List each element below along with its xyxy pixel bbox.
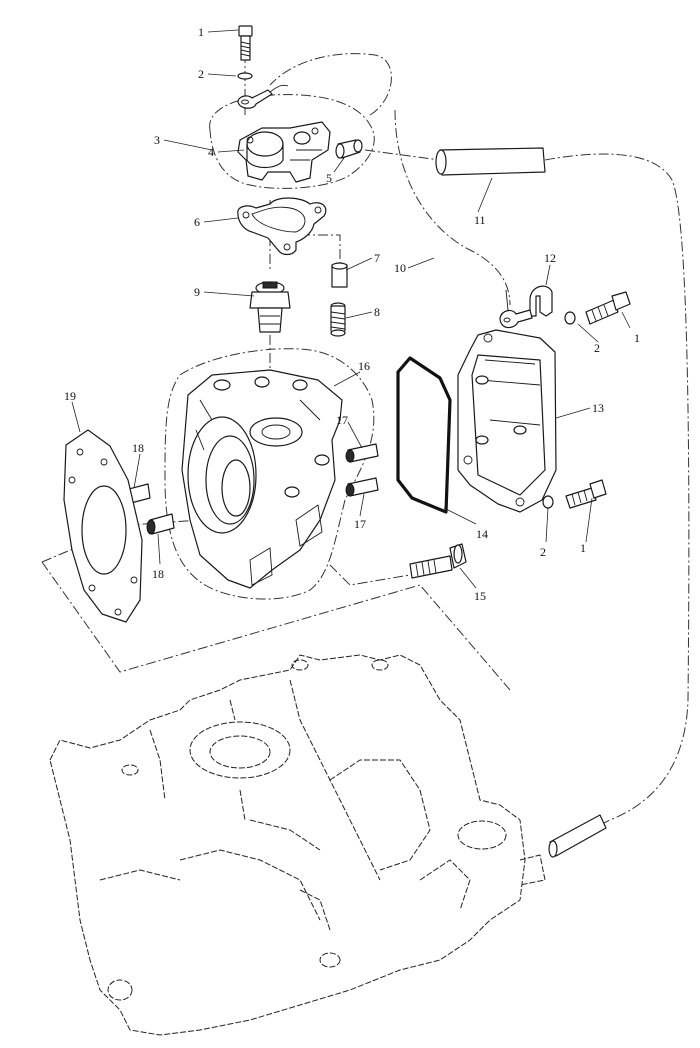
fitting-part-5: [335, 139, 363, 159]
bolt-part-1-lower: [565, 479, 607, 509]
hose-10-path: [269, 53, 511, 306]
gasket-part-6: [237, 197, 327, 256]
hose-part-11-lower: [548, 814, 607, 858]
dowel-part-17-lower: [345, 477, 379, 497]
callout-10: 10: [394, 261, 406, 275]
bolt-part-1-top: [238, 25, 253, 61]
callout-1-lower: 1: [580, 541, 586, 555]
dowel-part-17-upper: [345, 443, 379, 463]
callout-14: 14: [476, 527, 488, 541]
engine-block: [49, 654, 546, 1036]
callout-2-lower: 2: [540, 545, 546, 559]
callout-13: 13: [592, 401, 604, 415]
bolt-15-guide: [329, 564, 411, 586]
callout-4: 4: [208, 145, 214, 159]
bolt-7-axis: [300, 234, 341, 265]
callout-6: 6: [194, 215, 200, 229]
cylinder-cover-part-13: [457, 329, 557, 513]
callout-2-right: 2: [594, 341, 600, 355]
cylinder-head-group-outline: [164, 348, 375, 600]
bolt-part-15: [409, 543, 467, 579]
sleeve-part-7: [331, 262, 348, 288]
leader-lines: [71, 29, 631, 589]
bolt-part-8: [330, 302, 346, 337]
callout-17-lower: 17: [354, 517, 366, 531]
hose-11-path: [364, 149, 690, 831]
o-ring-part-14: [396, 356, 452, 514]
hose-part-11-top: [435, 147, 546, 176]
callout-1-right: 1: [634, 331, 640, 345]
callout-2-top: 2: [198, 67, 204, 81]
callout-5: 5: [326, 171, 332, 185]
callout-16: 16: [358, 359, 370, 373]
callout-8: 8: [374, 305, 380, 319]
callout-9: 9: [194, 285, 200, 299]
dowel-part-18-lower: [146, 513, 175, 535]
ground-terminal: [237, 84, 289, 109]
thermostat-cover-part-4: [237, 121, 331, 183]
callout-18-lower: 18: [152, 567, 164, 581]
callout-labels: 1 2 3 4 5 6 7 8 9 10 11 12 1 2 13 16 17 …: [64, 25, 640, 603]
washer-part-2-right: [564, 311, 576, 325]
bolt-part-1-right: [585, 291, 631, 325]
washer-part-2-lower: [542, 495, 554, 509]
callout-19: 19: [64, 389, 76, 403]
callout-17-upper: 17: [336, 413, 348, 427]
ground-wire-terminal: [499, 289, 533, 329]
callout-7: 7: [374, 251, 380, 265]
head-gasket-part-19: [63, 429, 143, 623]
callout-3: 3: [154, 133, 160, 147]
callout-1-top: 1: [198, 25, 204, 39]
thermostat-part-9: [249, 281, 291, 333]
clip-part-12: [529, 285, 553, 317]
callout-12: 12: [544, 251, 556, 265]
cylinder-head-part-16: [181, 369, 343, 589]
callout-11: 11: [474, 213, 486, 227]
callout-18-upper: 18: [132, 441, 144, 455]
callout-15: 15: [474, 589, 486, 603]
washer-part-2-top: [237, 72, 253, 80]
assembly-guide-lines: [41, 35, 690, 831]
